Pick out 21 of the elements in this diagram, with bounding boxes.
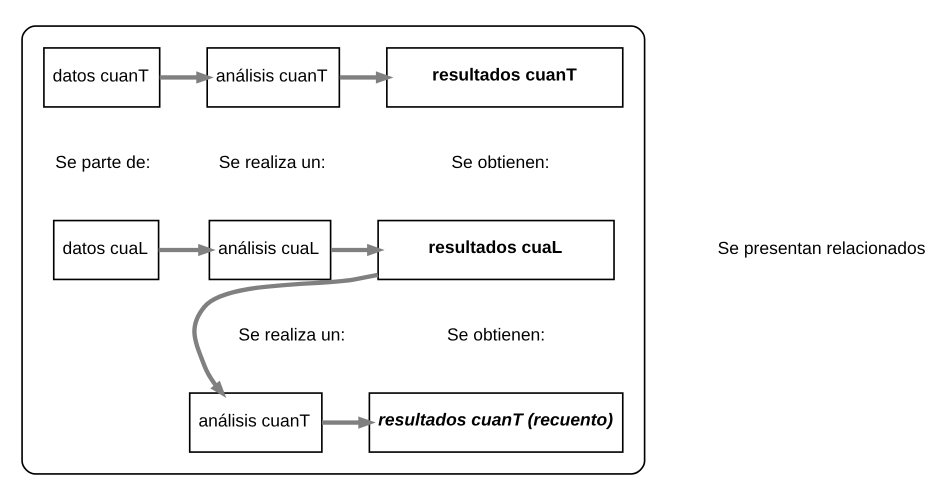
label: Se presentan relacionados (718, 238, 926, 258)
node-box: resultados cuanT (386, 47, 624, 108)
node-box: datos cuanT (43, 47, 160, 108)
label: Se realiza un: (238, 324, 346, 344)
node-box: datos cuaL (52, 220, 160, 280)
label: Se obtienen: (451, 152, 550, 172)
label: Se realiza un: (218, 152, 326, 172)
cluster (21, 25, 646, 475)
arrow (340, 71, 394, 84)
arrow (192, 272, 378, 398)
node-box: análisis cuanT (206, 47, 340, 108)
label: Se parte de: (55, 152, 150, 172)
node-box: análisis cuanT (188, 392, 323, 453)
arrow (322, 416, 376, 429)
label: Se obtienen: (447, 324, 546, 344)
node-box: resultados cuaL (377, 220, 615, 280)
arrow (160, 71, 214, 84)
node-box: resultados cuanT (recuento) (368, 392, 624, 453)
arrow (330, 244, 385, 256)
node-box: análisis cuaL (208, 220, 332, 280)
arrow (158, 244, 216, 256)
